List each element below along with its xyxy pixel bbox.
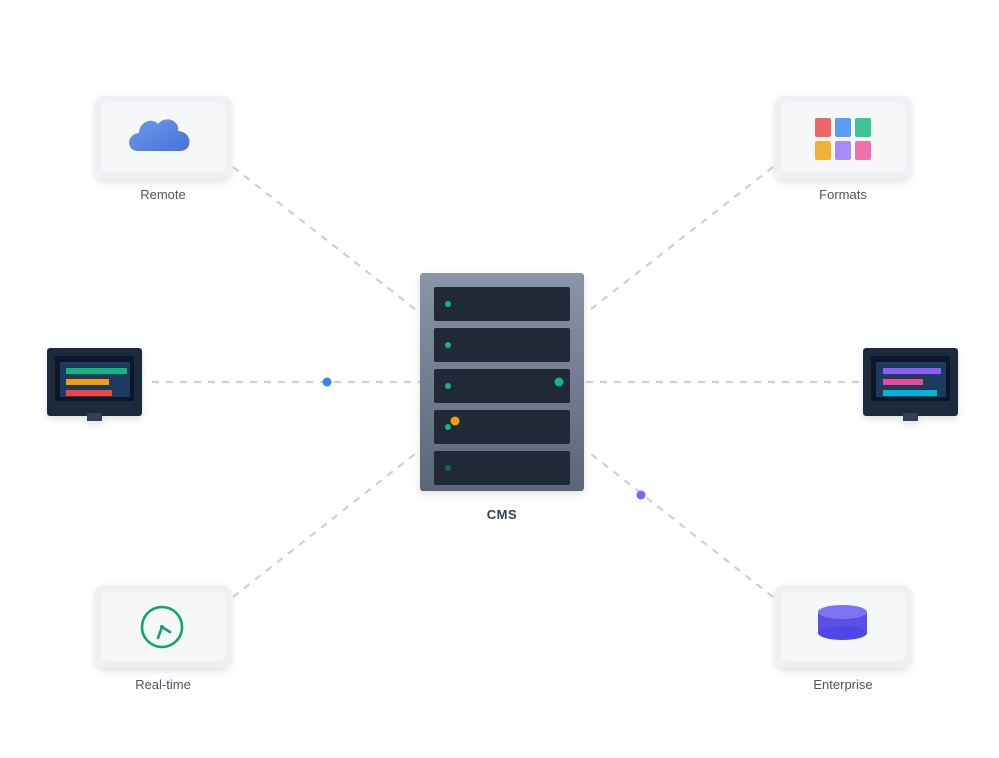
server-status-leds [445,301,564,471]
database-icon [818,605,867,640]
clock-icon [140,605,184,649]
flow-dot-left [322,377,332,387]
flow-dot-right [636,490,646,500]
connector-enterprise [585,449,774,598]
left-monitor[interactable] [47,348,142,421]
cms-server[interactable]: CMS [420,273,584,522]
server-rack-units [434,287,570,485]
node-label-enterprise: Enterprise [813,677,872,692]
node-label-realtime: Real-time [135,677,191,692]
node-label-remote: Remote [140,187,186,202]
node-enterprise[interactable]: Enterprise [775,585,911,692]
node-realtime[interactable]: Real-time [95,585,231,692]
connector-formats [585,166,774,314]
connector-remote [232,166,421,314]
cms-label: CMS [487,507,517,522]
cloud-icon [129,119,190,151]
node-formats[interactable]: Formats [775,96,911,202]
right-monitor[interactable] [863,348,958,421]
node-remote[interactable]: Remote [95,96,231,202]
grid-icon [815,118,871,160]
connector-realtime [232,449,421,598]
node-label-formats: Formats [819,187,867,202]
connectors [152,166,860,598]
